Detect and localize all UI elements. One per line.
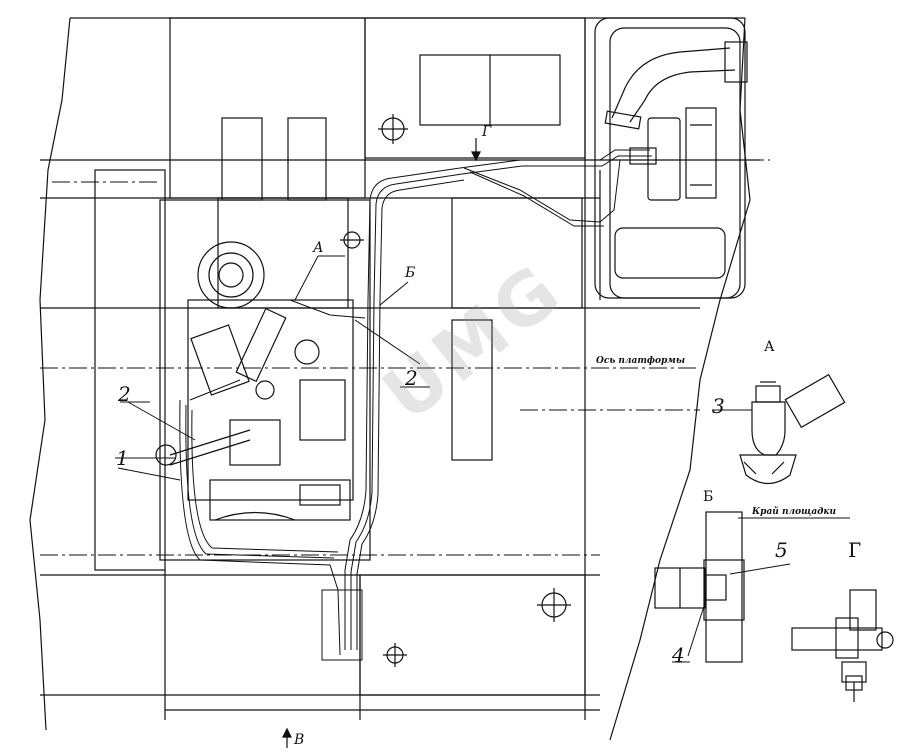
- callout-2-center: 2: [405, 366, 418, 390]
- detail-a-title: А: [764, 339, 775, 355]
- mounting-holes: [340, 114, 571, 667]
- callout-4: 4: [672, 643, 685, 667]
- callout-2-left: 2: [118, 382, 131, 406]
- view-mark-b: Б: [405, 265, 416, 281]
- engine-block: [155, 117, 354, 521]
- detail-g-title: Г: [848, 538, 862, 562]
- leader-lines: [115, 255, 850, 663]
- view-mark-g: Г: [482, 124, 492, 140]
- view-mark-a: А: [313, 240, 324, 256]
- base-frame: [40, 17, 760, 720]
- detail-b-joint: [654, 511, 745, 663]
- view-arrows: [282, 138, 481, 748]
- view-mark-v: В: [294, 732, 305, 748]
- pipe-routes: [179, 149, 652, 661]
- detail-a-valve: [739, 373, 846, 485]
- detail-b-title: Б: [703, 489, 714, 505]
- detail-g-fitting: [791, 589, 894, 702]
- platform-axis-note: Ось платформы: [596, 356, 686, 366]
- frame-edge-note: Край площадки: [752, 507, 837, 517]
- callout-3: 3: [712, 394, 725, 418]
- pump-assembly-upper-right: [604, 41, 748, 201]
- centerlines: [40, 159, 770, 556]
- callout-5: 5: [775, 538, 788, 562]
- callout-1: 1: [116, 446, 129, 470]
